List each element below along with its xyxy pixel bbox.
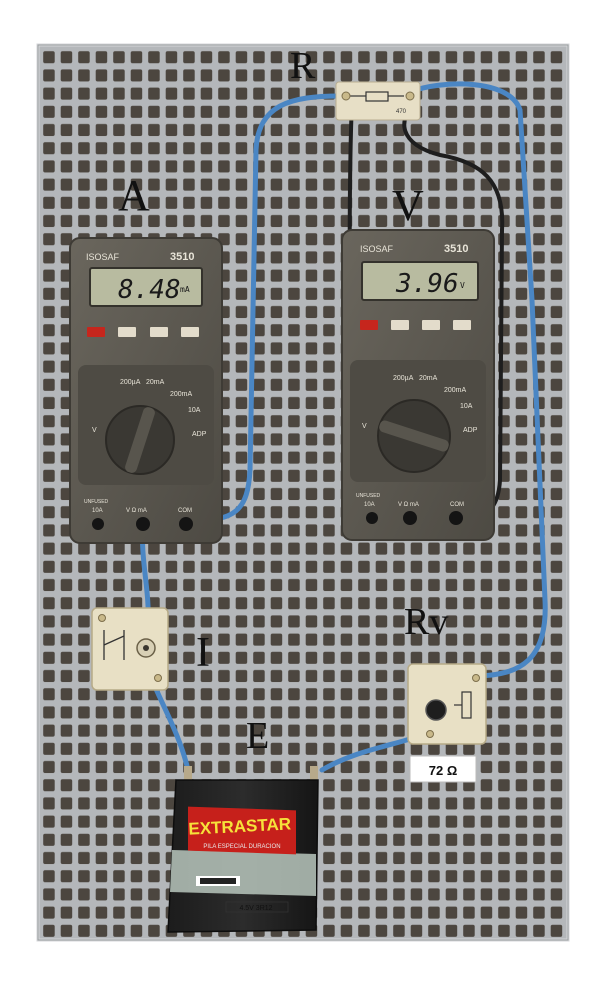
voltmeter-button-4[interactable] (453, 320, 471, 330)
ammeter-terminal-label-com: COM (178, 508, 192, 514)
voltmeter-jack-com[interactable] (449, 511, 463, 525)
ammeter-unit: mA (180, 285, 190, 294)
ammeter-lcd-display (89, 267, 203, 307)
label-battery: E (246, 715, 269, 757)
ammeter-dial-label-10a: 10A (188, 407, 201, 414)
voltmeter-dial-label-v: V (362, 423, 367, 430)
battery-voltage: 4.5V 3R12 (239, 905, 272, 912)
voltmeter-unit: V (460, 281, 465, 290)
battery-subtitle: PILA ESPECIAL DURACION (203, 844, 280, 850)
ammeter-terminal-label-10a: 10A (92, 508, 103, 514)
voltmeter-lcd-display (361, 261, 479, 301)
voltmeter-power-button[interactable] (360, 320, 378, 330)
ammeter-dial-label-v: V (92, 427, 97, 434)
voltmeter-terminal-label-v: V Ω mA (398, 502, 419, 508)
ammeter-reading: 8.48 (118, 275, 181, 305)
voltmeter-dial-label-adp: ADP (463, 427, 478, 434)
voltmeter-button-3[interactable] (422, 320, 440, 330)
ammeter-dial-label-adp: ADP (192, 431, 207, 438)
rheostat-module (407, 663, 487, 745)
voltmeter-button-2[interactable] (391, 320, 409, 330)
rheostat-value-label: 72 Ω (429, 763, 458, 778)
ammeter-jack-10a[interactable] (92, 518, 104, 530)
battery: EXTRASTAR PILA ESPECIAL DURACION 4.5V 3R… (167, 766, 319, 933)
voltmeter-brand: ISOSAF (360, 244, 394, 254)
resistor-value-text: 470 (396, 109, 407, 115)
label-rheostat: Rv (404, 601, 448, 643)
voltmeter-reading: 3.96 (395, 269, 459, 299)
label-ammeter: A (118, 171, 150, 220)
blue-wire-ammeter-to-resistor (187, 93, 343, 523)
ammeter-terminal-label-v: V Ω mA (126, 508, 147, 514)
ammeter-brand: ISOSAF (86, 252, 120, 262)
rheostat-value-tag: 72 Ω (409, 755, 477, 783)
rheostat-knob[interactable] (425, 699, 447, 721)
voltmeter-fuse-label: UNFUSED (356, 493, 381, 499)
label-voltmeter: V (392, 181, 424, 230)
voltmeter-dial-label-10a: 10A (460, 403, 473, 410)
ammeter-jack-v[interactable] (136, 517, 150, 531)
voltmeter-terminal-label-com: COM (450, 502, 464, 508)
blue-wire-resistor-to-rheostat (407, 81, 548, 679)
ammeter-fuse-label: UNFUSED (84, 499, 109, 505)
ammeter-dial-label-200ma: 200mA (170, 391, 193, 398)
ammeter-button-4[interactable] (181, 327, 199, 337)
label-resistor: R (290, 45, 316, 87)
label-switch: I (196, 630, 210, 676)
voltmeter-model: 3510 (444, 243, 468, 255)
ammeter-dial-label-200ua: 200µA (120, 379, 141, 386)
resistor-box: 470 (335, 81, 421, 121)
ammeter-button-2[interactable] (118, 327, 136, 337)
switch-module (91, 607, 169, 691)
ammeter-power-button[interactable] (87, 327, 105, 337)
voltmeter-jack-v[interactable] (403, 511, 417, 525)
ammeter-jack-com[interactable] (179, 517, 193, 531)
voltmeter-jack-10a[interactable] (366, 512, 378, 524)
voltmeter-terminal-label-10a: 10A (364, 502, 375, 508)
ammeter-multimeter: ISOSAF 3510 8.48 mA 200µA 20mA 200mA 10A… (69, 237, 223, 544)
ammeter-model: 3510 (170, 251, 194, 263)
ammeter-button-3[interactable] (150, 327, 168, 337)
voltmeter-dial-label-200ua: 200µA (393, 375, 414, 382)
voltmeter-dial-label-20ma: 20mA (419, 375, 438, 382)
ammeter-dial-label-20ma: 20mA (146, 379, 165, 386)
voltmeter-multimeter: ISOSAF 3510 3.96 V 200µA 20mA 200mA 10A … (341, 229, 495, 541)
voltmeter-dial-label-200ma: 200mA (444, 387, 467, 394)
